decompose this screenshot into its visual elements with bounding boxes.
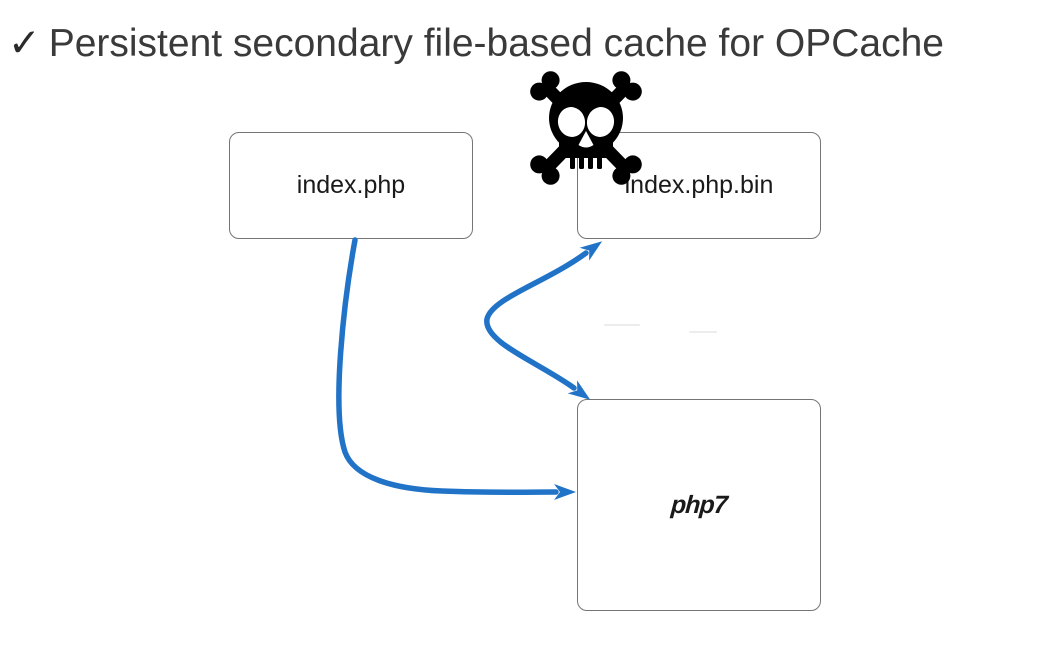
faint-smudge — [604, 324, 640, 326]
skull-crossbones-icon — [530, 71, 642, 185]
node-label: index.php.bin — [624, 171, 774, 199]
faint-smudge — [689, 331, 717, 333]
php7-logo: php7 — [670, 490, 728, 519]
arrow-index-php-to-php7 — [336, 237, 576, 501]
node-php7: php7 — [577, 399, 821, 611]
node-index-php: index.php — [229, 132, 473, 239]
checkmark-icon: ✓ — [8, 22, 41, 65]
arrow-bidirectional-bin-php7 — [484, 241, 603, 400]
node-label: index.php — [296, 171, 406, 199]
page-title: ✓Persistent secondary file-based cache f… — [8, 21, 1058, 67]
node-index-php-bin: index.php.bin — [577, 132, 821, 239]
page-title-text: Persistent secondary file-based cache fo… — [48, 22, 944, 65]
